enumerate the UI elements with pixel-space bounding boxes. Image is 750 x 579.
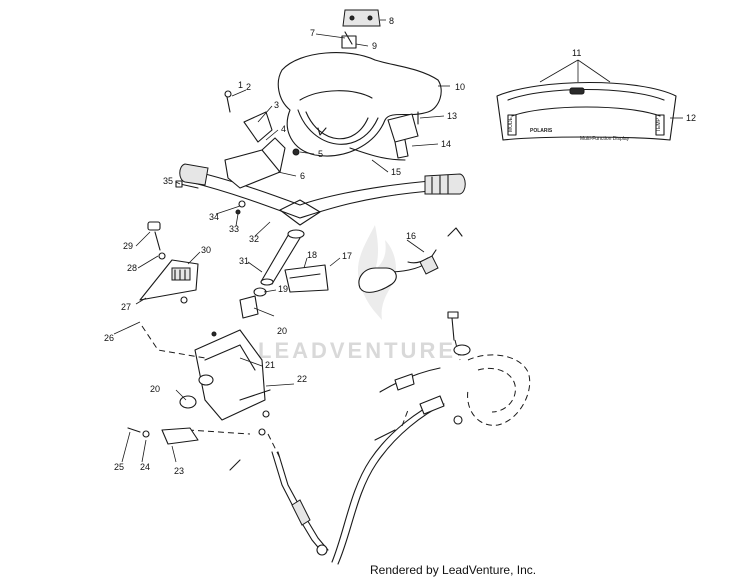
callout-8: 8 [389, 16, 394, 26]
relation-lines [141, 325, 461, 459]
render-credit: Rendered by LeadVenture, Inc. [370, 563, 537, 577]
callout-10: 10 [455, 82, 465, 92]
callout-24: 24 [140, 462, 150, 472]
callout-33: 33 [229, 224, 239, 234]
ball-joint-linkage [379, 311, 531, 426]
bushings [179, 287, 267, 409]
mode-label: MODE [508, 116, 514, 132]
fasteners [175, 180, 246, 215]
callout-29: 29 [123, 241, 133, 251]
callout-13: 13 [447, 111, 457, 121]
left-control-cluster [224, 90, 300, 189]
callout-17: 17 [342, 251, 352, 261]
handlebar-tube [179, 163, 466, 226]
link-lever [127, 410, 270, 471]
callout-9: 9 [372, 41, 377, 51]
handlebar-cover [277, 52, 442, 157]
callout-28: 28 [127, 263, 137, 273]
steering-cable [271, 451, 329, 556]
callout-22: 22 [297, 374, 307, 384]
display-caption: Multi-Function Display [580, 136, 630, 142]
watermark-text: LEADVENTURE [258, 338, 456, 363]
steering-block [194, 329, 271, 421]
callout-30: 30 [201, 245, 211, 255]
callout-18: 18 [307, 250, 317, 260]
top-cap-assembly [341, 9, 381, 49]
callout-6: 6 [300, 171, 305, 181]
lanyard-cord [358, 227, 463, 293]
temp-label: TEMP [656, 117, 662, 132]
callout-leaders [113, 19, 450, 463]
callout-16: 16 [406, 231, 416, 241]
callout-19: 19 [278, 284, 288, 294]
brand-label: POLARIS [530, 128, 553, 134]
callout-32: 32 [249, 234, 259, 244]
callout-27: 27 [121, 302, 131, 312]
callout-14: 14 [441, 139, 451, 149]
mounting-plate [139, 221, 199, 304]
multi-function-display: MODE TEMP POLARIS Multi-Function Display [496, 59, 683, 142]
callout-1: 1 [238, 80, 243, 90]
throttle-cable [331, 395, 463, 565]
callout-15: 15 [391, 167, 401, 177]
callout-20-upper: 20 [277, 326, 287, 336]
callout-34: 34 [209, 212, 219, 222]
watermark: LEADVENTURE [258, 225, 456, 363]
callout-23: 23 [174, 466, 184, 476]
callout-12: 12 [686, 113, 696, 123]
callout-11: 11 [572, 48, 581, 58]
callout-26: 26 [104, 333, 114, 343]
callout-3: 3 [274, 100, 279, 110]
callout-numbers: 1 2 3 4 5 6 7 8 9 10 11 12 13 14 15 16 1… [104, 16, 696, 476]
callout-2: 2 [246, 82, 251, 92]
callout-7: 7 [310, 28, 315, 38]
callout-20-lower: 20 [150, 384, 160, 394]
callout-5: 5 [318, 149, 323, 159]
callout-35: 35 [163, 176, 173, 186]
clamp-bracket [284, 264, 329, 293]
throttle-assembly [349, 111, 419, 161]
callout-21: 21 [265, 360, 275, 370]
callout-25: 25 [114, 462, 124, 472]
steering-post [260, 229, 305, 286]
callout-31: 31 [239, 256, 249, 266]
callout-4: 4 [281, 124, 286, 134]
